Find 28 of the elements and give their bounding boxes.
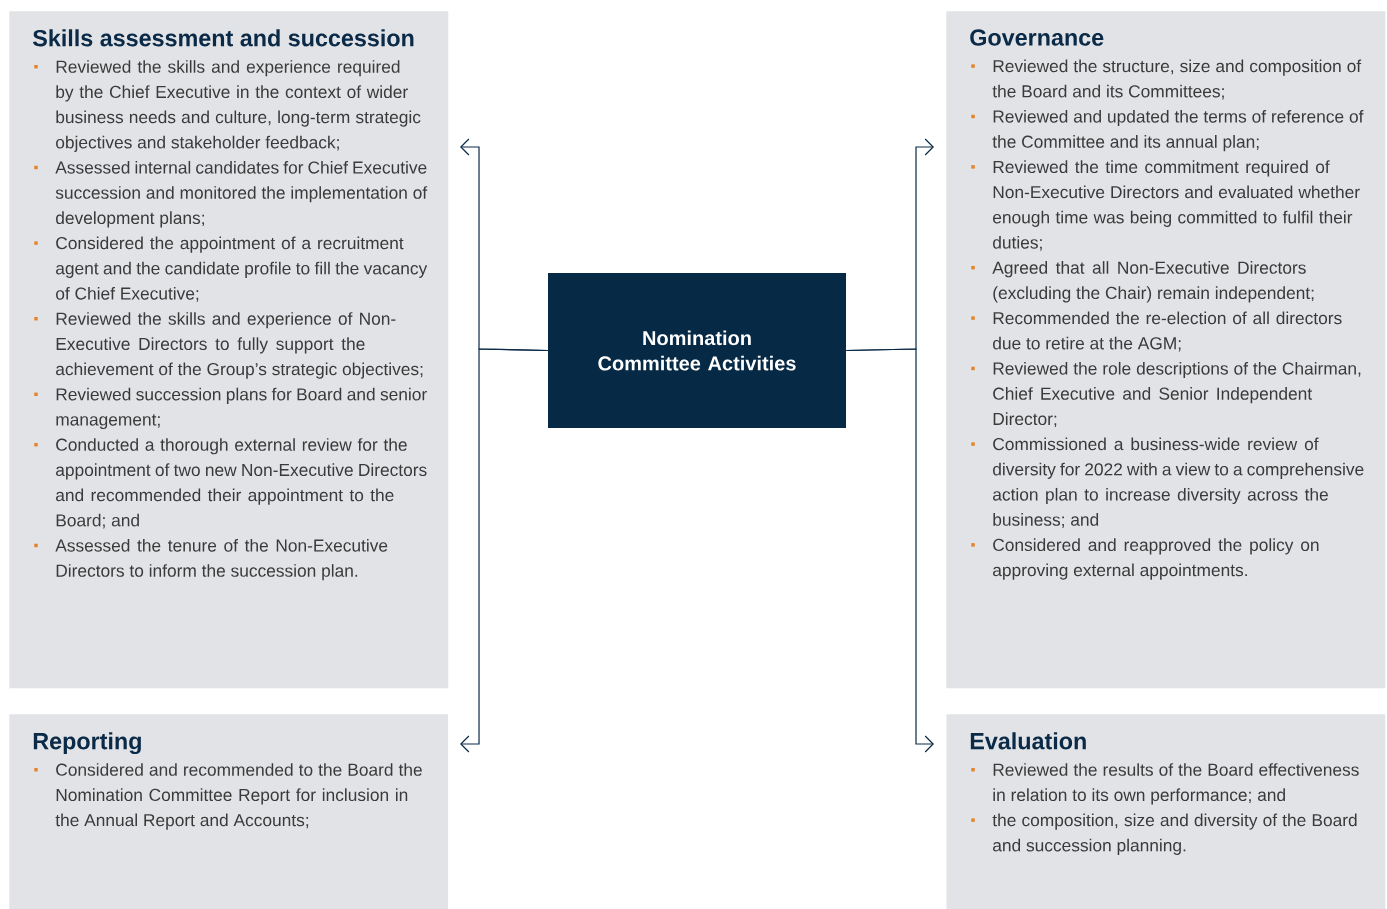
bullet-item: Assessed the tenure of the Non-Executive Directors to inform the succession plan. (34, 538, 388, 581)
panel-heading: Skills assessment and succession (32, 29, 414, 47)
panel-heading: Evaluation (970, 732, 1086, 750)
bullet-item: Reviewed the time commitment required of Non-Executive Directors and evaluated whether enough time was being committed to fulfil their duties; (971, 160, 1360, 251)
central-box: Nomination Committee Activities (548, 273, 846, 428)
bullet-item: the composition, size and diversity of the Board and succession planning. (971, 813, 1357, 855)
bullet-item: Reviewed the role descriptions of the Chairman, Chief Executive and Senior Independent Director; (971, 361, 1361, 428)
bullet-item: Reviewed the structure, size and composition of the Board and its Committees; (971, 59, 1362, 100)
bullet-item: Recommended the re-election of all directors due to retire at the AGM; (971, 311, 1342, 352)
bullet-item: Reviewed the skills and experience of Non-Executive Directors to fully support the achievement of the Group’s strategic objectives; (34, 312, 423, 379)
bullet-item: Conducted a thorough external review for the appointment of two new Non-Executive Directors and recommended their appointment to the Board; and (34, 438, 427, 529)
activity-panel (946, 714, 1386, 909)
arrow (460, 348, 549, 753)
bullet-item: Commissioned a business-wide review of diversity for 2022 with a view to a comprehensive action plan to increase diversity across the business; and (971, 437, 1364, 528)
activity-panel (9, 11, 449, 689)
bullet-item: Assessed internal candidates for Chief Executive succession and monitored the implementation of development plans; (34, 160, 428, 228)
bullet-item: Reviewed and updated the terms of reference of the Committee and its annual plan; (971, 109, 1364, 152)
bullet-item: Reviewed succession plans for Board and senior management; (34, 387, 427, 430)
bullet-item: Considered the appointment of a recruitment agent and the candidate profile to fill the vacancy of Chief Executive; (34, 236, 428, 302)
activity-panel (9, 714, 449, 909)
bullet-item: Considered and recommended to the Board the Nomination Committee Report for inclusion in the Annual Report and Accounts; (34, 763, 422, 830)
bullet-item: Agreed that all Non-Executive Directors (excluding the Chair) remain independent; (971, 261, 1314, 303)
activity-panel (946, 11, 1386, 689)
arrow (845, 348, 934, 753)
panel-heading: Governance (970, 29, 1104, 46)
bullet-item: Reviewed the skills and experience required by the Chief Executive in the context of wider business needs and culture, long-term strategic objectives and stakeholder feedback; (34, 60, 421, 152)
bullet-item: Considered and reapproved the policy on approving external appointments. (971, 538, 1319, 580)
panel-heading: Reporting (33, 732, 141, 755)
